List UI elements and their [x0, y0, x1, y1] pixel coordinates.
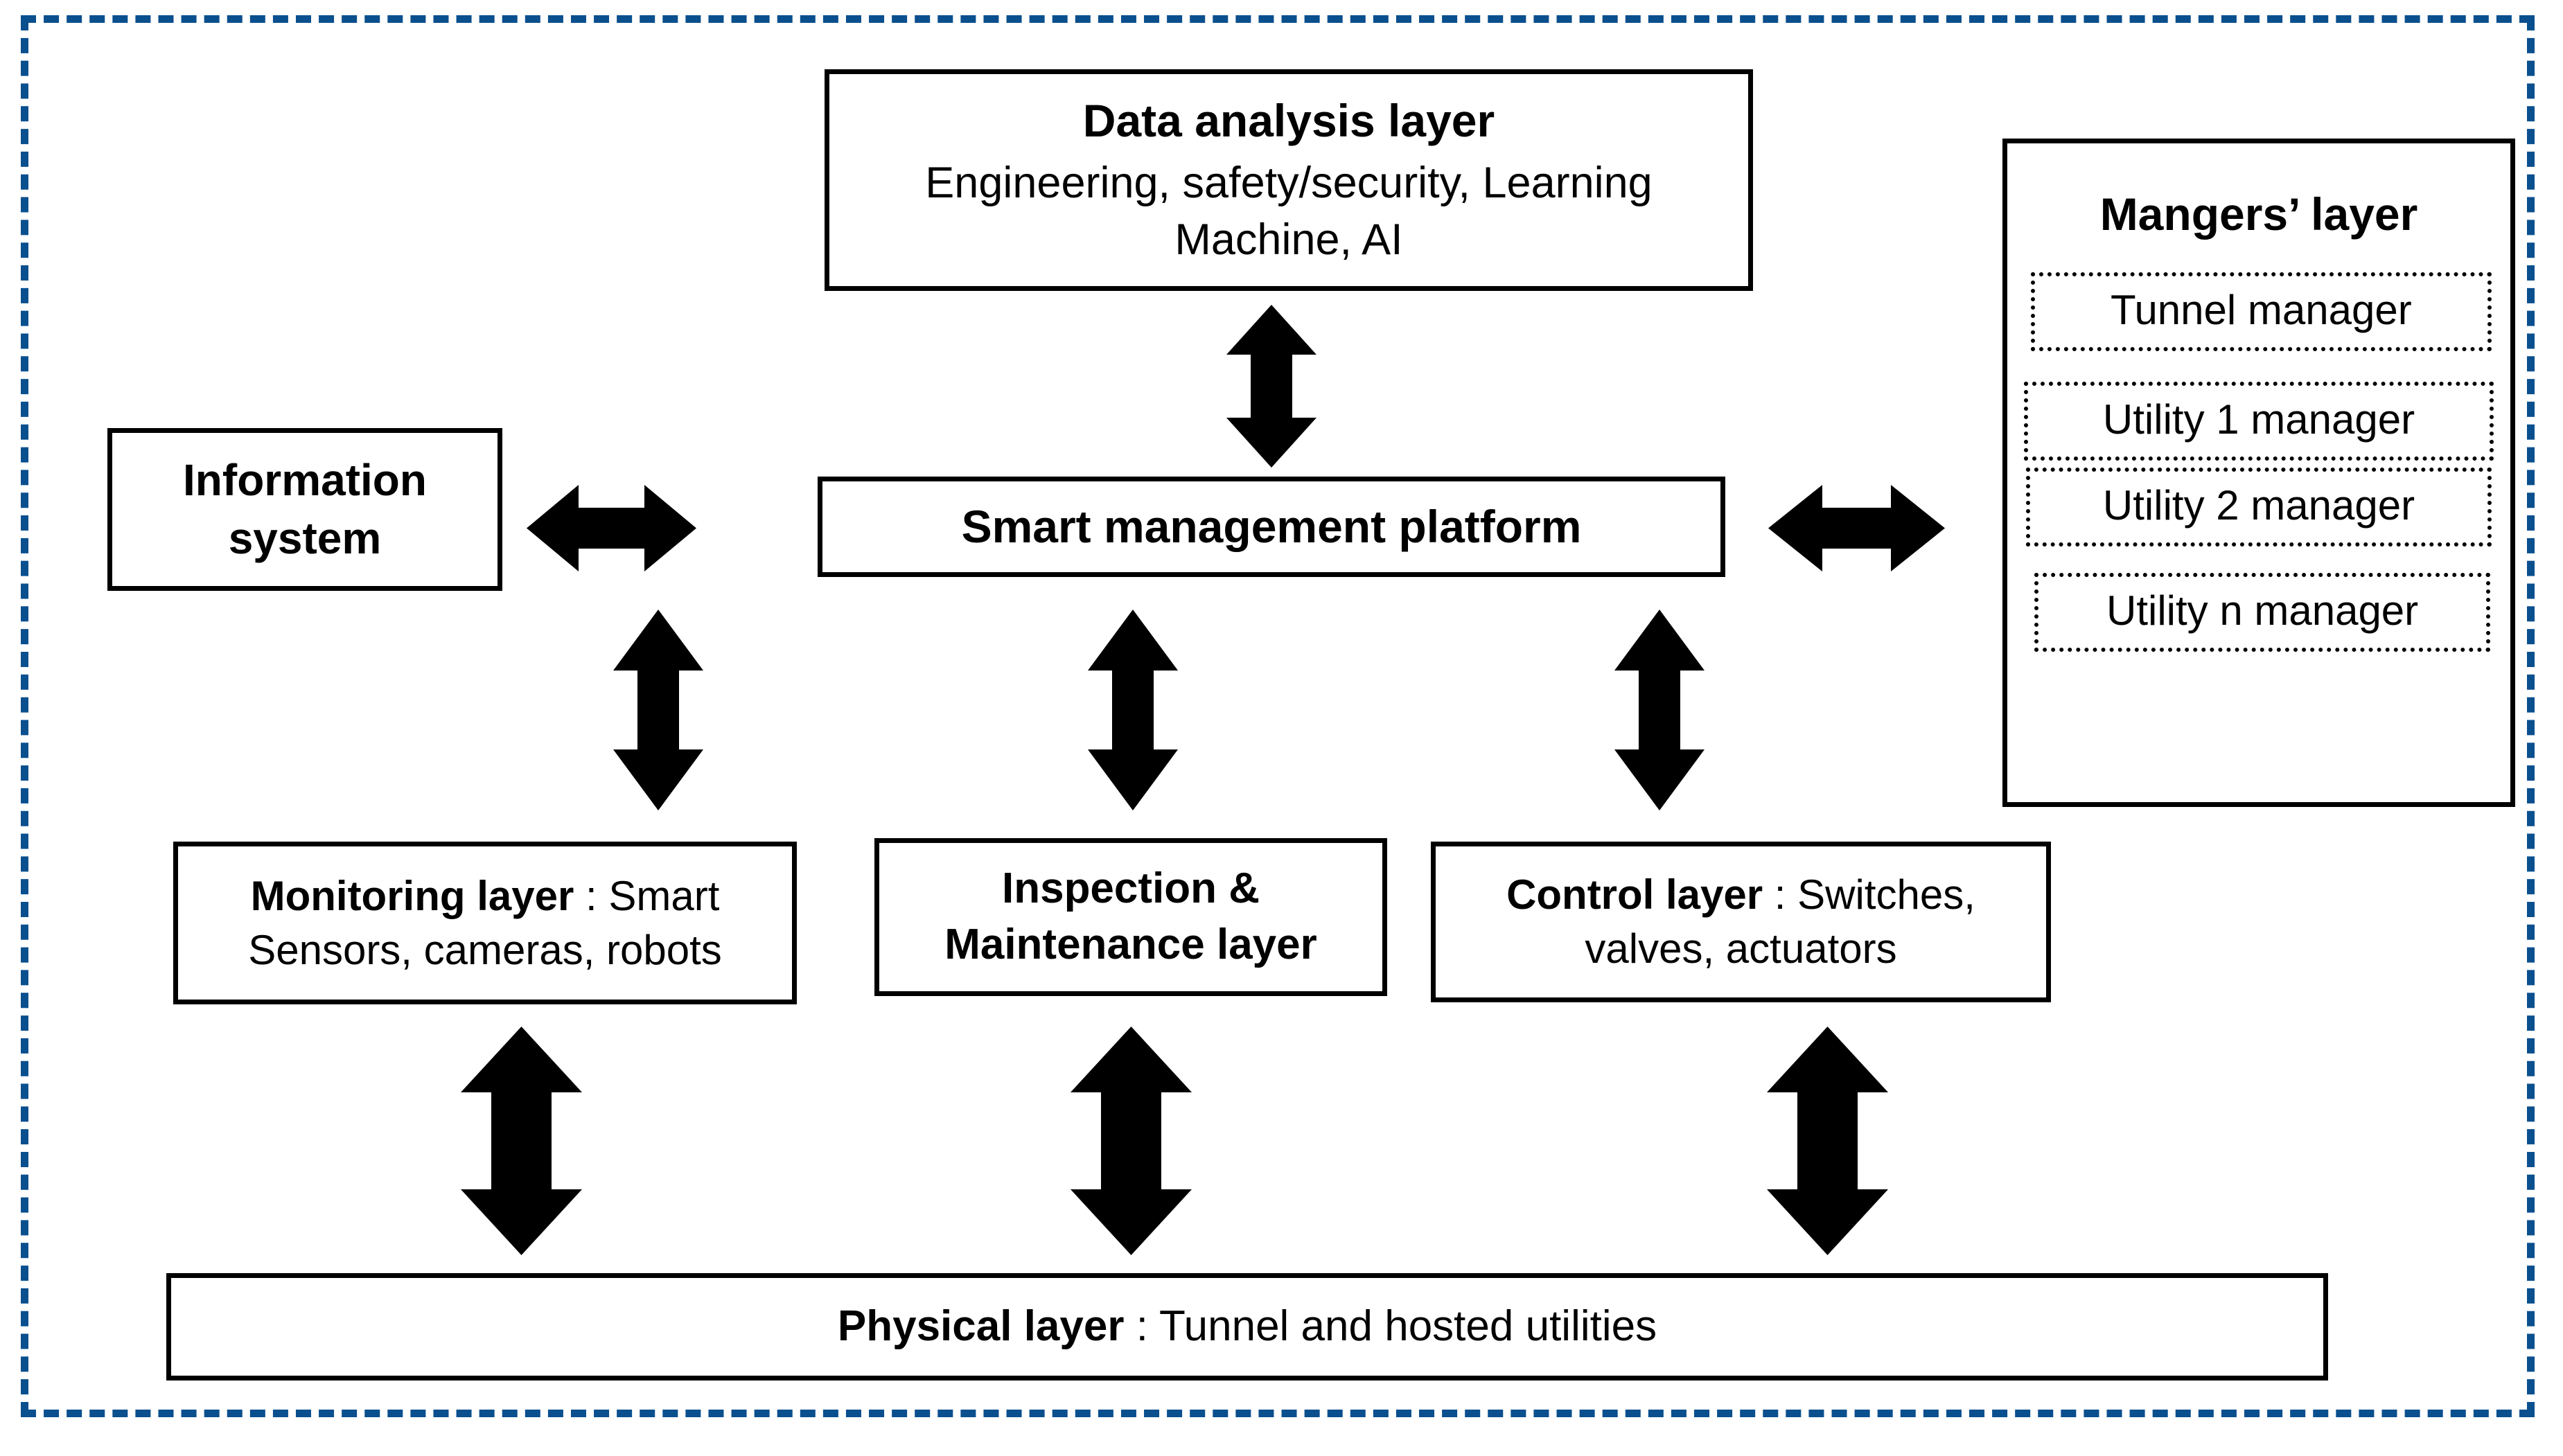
monitoring-layer-label: Monitoring layer: [250, 872, 574, 919]
control-layer-box: Control layer : Switches, valves, actuat…: [1431, 842, 2051, 1002]
data-analysis-title: Data analysis layer: [1082, 95, 1495, 147]
physical-layer-box: Physical layer : Tunnel and hosted utili…: [166, 1273, 2328, 1380]
information-system-line-2: system: [228, 513, 382, 563]
arrow-monitoring-to-physical: [461, 1027, 582, 1255]
inspection-layer-line-2: Maintenance layer: [944, 921, 1317, 968]
physical-layer-detail: : Tunnel and hosted utilities: [1124, 1302, 1657, 1351]
arrow-platform-to-managers: [1768, 485, 1945, 571]
arrow-platform-to-inspection: [1088, 610, 1178, 810]
arrow-data-analysis-to-platform: [1226, 305, 1316, 468]
manager-item-tunnel[interactable]: Tunnel manager: [2031, 272, 2492, 351]
arrow-control-to-physical: [1767, 1027, 1888, 1255]
monitoring-layer-detail: : Smart Sensors, cameras, robots: [248, 872, 722, 973]
outer-dashed-frame: [21, 15, 2535, 1417]
manager-item-utility-2[interactable]: Utility 2 manager: [2026, 467, 2492, 547]
arrow-platform-to-control: [1614, 610, 1705, 810]
manager-item-utility-n[interactable]: Utility n manager: [2034, 572, 2490, 652]
arrow-inspection-to-physical: [1071, 1027, 1192, 1255]
arrow-platform-to-monitoring: [613, 610, 703, 810]
smart-management-platform-title: Smart management platform: [961, 500, 1582, 552]
arrow-information-system-to-platform: [527, 485, 696, 571]
smart-management-platform-box: Smart management platform: [818, 477, 1725, 577]
data-analysis-subtitle: Engineering, safety/security, Learning M…: [925, 159, 1653, 264]
physical-layer-label: Physical layer: [837, 1302, 1125, 1351]
control-layer-label: Control layer: [1506, 871, 1763, 918]
managers-layer-title: Mangers’ layer: [2099, 188, 2418, 240]
managers-layer-box: Mangers’ layer Tunnel manager Utility 1 …: [2002, 139, 2515, 807]
inspection-layer-line-1: Inspection &: [1001, 864, 1260, 913]
information-system-line-1: Information: [183, 455, 427, 506]
data-analysis-layer-box: Data analysis layer Engineering, safety/…: [825, 69, 1753, 291]
manager-item-utility-1[interactable]: Utility 1 manager: [2024, 381, 2494, 461]
control-layer-detail: : Switches, valves, actuators: [1585, 871, 1975, 972]
information-system-box: Information system: [107, 428, 502, 591]
monitoring-layer-box: Monitoring layer : Smart Sensors, camera…: [173, 842, 797, 1004]
inspection-maintenance-layer-box: Inspection & Maintenance layer: [874, 838, 1387, 996]
